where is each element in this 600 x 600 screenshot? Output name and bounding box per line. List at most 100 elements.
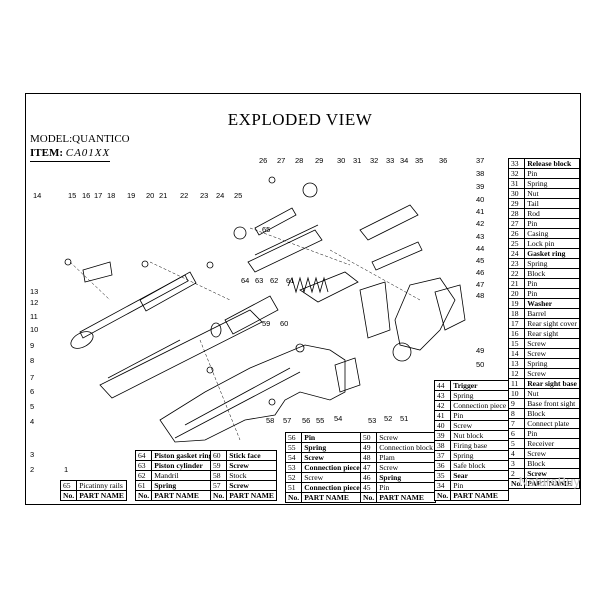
grip-plam xyxy=(394,277,456,351)
pin-27 xyxy=(268,176,276,184)
part-number: No. xyxy=(284,492,303,503)
part-name: Pin xyxy=(376,482,436,493)
callout-60: 60 xyxy=(280,319,288,328)
callout-18: 18 xyxy=(107,191,115,200)
table-header-row: No.PART NAME xyxy=(507,478,580,489)
callout-4: 4 xyxy=(30,417,34,426)
callout-11: 11 xyxy=(30,312,38,321)
part-number: 42 xyxy=(433,400,452,411)
part-name: Screw xyxy=(226,460,277,471)
watermark: NaturaBuy xyxy=(518,474,580,489)
callout-38: 38 xyxy=(476,169,484,178)
connection-block xyxy=(359,281,391,339)
callout-56: 56 xyxy=(302,416,310,425)
part-name: Screw xyxy=(524,368,580,379)
callout-41: 41 xyxy=(476,207,484,216)
part-number: 5 xyxy=(507,438,526,449)
callout-46: 46 xyxy=(476,268,484,277)
part-name: Spring xyxy=(376,472,436,483)
callout-24: 24 xyxy=(216,191,224,200)
plam-right xyxy=(434,284,466,331)
callout-39: 39 xyxy=(476,182,484,191)
callout-13: 13 xyxy=(30,287,38,296)
part-name: Pin xyxy=(524,168,580,179)
assembly-line xyxy=(329,249,421,301)
part-number: 53 xyxy=(284,462,303,473)
part-name: Sear xyxy=(450,470,510,481)
part-number: 26 xyxy=(507,228,526,239)
firing-base xyxy=(371,241,423,271)
callout-9: 9 xyxy=(30,341,34,350)
part-number: 7 xyxy=(507,418,526,429)
callout-40: 40 xyxy=(476,195,484,204)
part-number: 31 xyxy=(507,178,526,189)
part-number: 48 xyxy=(359,452,378,463)
callout-55: 55 xyxy=(316,416,324,425)
part-name: Spring xyxy=(524,258,580,269)
part-number: 17 xyxy=(507,318,526,329)
callout-32: 32 xyxy=(370,156,378,165)
part-number: 43 xyxy=(433,390,452,401)
part-number: 65 xyxy=(59,480,78,491)
part-name: Pin xyxy=(524,288,580,299)
tail xyxy=(302,182,318,198)
receiver-body xyxy=(99,309,263,399)
part-number: 12 xyxy=(507,368,526,379)
gasket-ring xyxy=(210,322,222,338)
part-name: Spring xyxy=(301,442,363,453)
part-number: 61 xyxy=(134,480,153,491)
part-name: Connection piece xyxy=(450,400,510,411)
part-name: Connection piece xyxy=(301,482,363,493)
part-name: Plam xyxy=(376,452,436,463)
callout-48: 48 xyxy=(476,291,484,300)
part-name: Screw xyxy=(301,452,363,463)
part-name: Release block xyxy=(524,158,580,169)
washer-19 xyxy=(141,260,149,268)
part-number: No. xyxy=(433,490,452,501)
screw-14 xyxy=(64,258,72,266)
part-number: 16 xyxy=(507,328,526,339)
part-number: 27 xyxy=(507,218,526,229)
part-number: 38 xyxy=(433,440,452,451)
part-name: Screw xyxy=(524,348,580,359)
part-name: Stick face xyxy=(226,450,277,461)
stock-inner-line xyxy=(184,367,291,426)
part-number: 11 xyxy=(507,378,526,389)
callout-29: 29 xyxy=(315,156,323,165)
part-name: Mandril xyxy=(151,470,216,481)
part-name: Pin xyxy=(524,428,580,439)
callout-21: 21 xyxy=(159,191,167,200)
part-name: Screw xyxy=(524,338,580,349)
callout-49: 49 xyxy=(476,346,484,355)
part-name: Rear sight cover xyxy=(524,318,580,329)
stock-outline xyxy=(159,344,346,443)
part-name: Piston cylinder xyxy=(151,460,216,471)
part-number: 20 xyxy=(507,288,526,299)
part-number: 4 xyxy=(507,448,526,459)
